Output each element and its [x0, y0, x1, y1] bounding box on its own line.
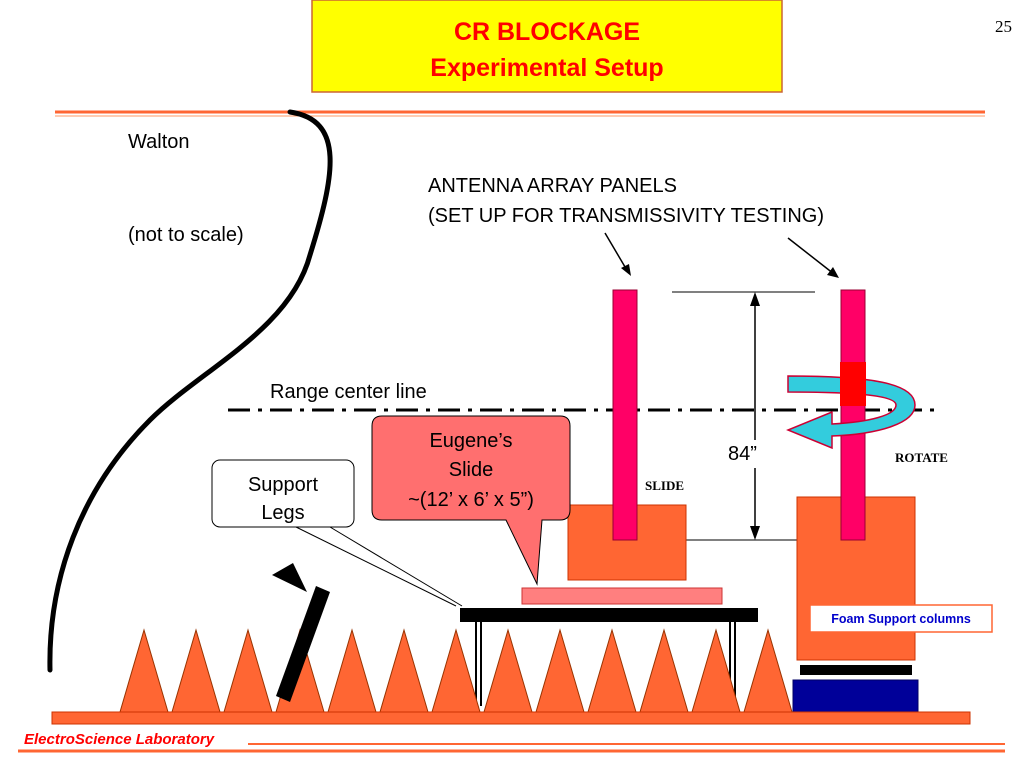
dimension-label-bg — [725, 440, 777, 468]
foam-support-box — [809, 604, 993, 633]
eugene-line-2: Slide — [449, 459, 493, 481]
foam-support-label: Foam Support columns — [831, 612, 971, 626]
slide-label: SLIDE — [645, 478, 684, 493]
rotate-joint-marker — [840, 362, 866, 406]
absorber-cones — [119, 628, 793, 713]
height-label: 84” — [728, 443, 757, 465]
rotate-label: ROTATE — [895, 450, 948, 465]
support-table-top — [460, 608, 758, 622]
dimension-arrowhead-bottom — [750, 526, 760, 540]
panel-arrow-left — [604, 232, 629, 273]
tilted-absorber-bar — [276, 586, 330, 702]
panels-label-line-1: ANTENNA ARRAY PANELS — [428, 175, 677, 197]
rotate-arrow — [786, 375, 916, 450]
title-line-1: CR BLOCKAGE — [454, 18, 640, 46]
support-legs-line-2: Legs — [261, 502, 304, 524]
eugene-line-3: ~(12’ x 6’ x 5”) — [408, 489, 534, 511]
rotate-stand-block — [792, 679, 919, 713]
range-center-label: Range center line — [270, 381, 427, 403]
scale-note: (not to scale) — [128, 224, 244, 246]
floor-slab — [51, 711, 971, 725]
title-line-2: Experimental Setup — [430, 54, 663, 82]
eugene-line-1: Eugene’s — [429, 430, 512, 452]
dimension-arrowhead-top — [750, 292, 760, 306]
panels-label-line-2: (SET UP FOR TRANSMISSIVITY TESTING) — [428, 205, 824, 227]
support-legs-pointer-2 — [329, 526, 463, 607]
antenna-panel-left — [612, 289, 638, 541]
tilted-absorber-cap — [272, 563, 307, 592]
eugene-slide-callout — [371, 415, 571, 586]
rotate-stand-plate — [800, 665, 912, 675]
support-legs-line-1: Support — [248, 474, 318, 496]
panel-arrow-right — [787, 237, 835, 275]
slide-plate — [521, 587, 723, 605]
page-number: 25 — [995, 17, 1012, 36]
support-legs-callout — [211, 459, 355, 528]
author-label: Walton — [128, 131, 190, 153]
panel-arrowhead-left — [621, 264, 631, 276]
antenna-panel-right — [840, 289, 866, 541]
title-box — [311, 0, 783, 93]
support-legs-pointer-1 — [295, 526, 457, 607]
chamber-wall-curve — [47, 109, 333, 673]
panel-arrowhead-right — [827, 267, 839, 278]
footer-lab-name: ElectroScience Laboratory — [24, 731, 215, 748]
